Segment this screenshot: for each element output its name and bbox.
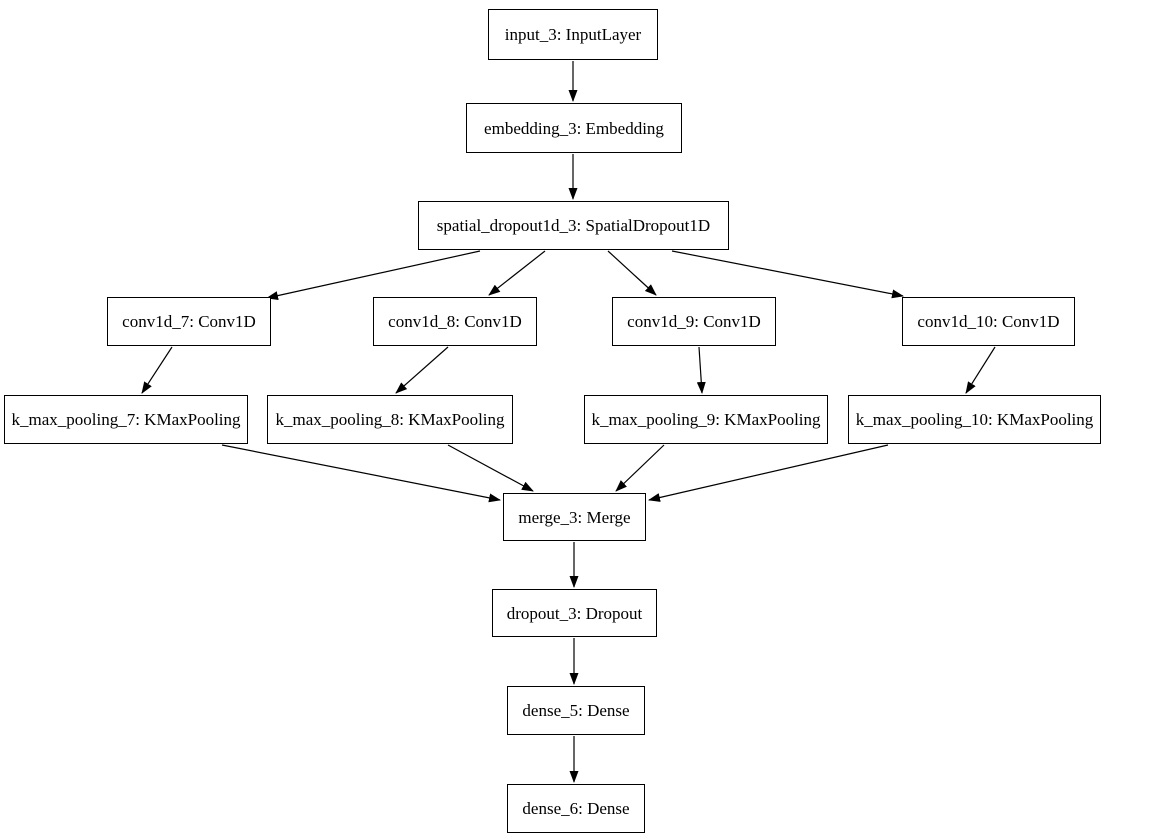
node-conv1d_9: conv1d_9: Conv1D (612, 297, 776, 346)
node-conv1d_8: conv1d_8: Conv1D (373, 297, 537, 346)
edge-conv1d_7-to-k_max_pooling_7 (141, 346, 173, 394)
node-conv1d_10: conv1d_10: Conv1D (902, 297, 1075, 346)
node-spatial_dropout1d_3: spatial_dropout1d_3: SpatialDropout1D (418, 201, 729, 250)
edge-spatial_dropout1d_3-to-conv1d_10 (671, 250, 904, 299)
node-dense_6: dense_6: Dense (507, 784, 645, 833)
node-k_max_pooling_8: k_max_pooling_8: KMaxPooling (267, 395, 513, 444)
edge-spatial_dropout1d_3-to-conv1d_9 (607, 250, 657, 296)
edge-k_max_pooling_9-to-merge_3 (615, 444, 665, 492)
node-dense_5: dense_5: Dense (507, 686, 645, 735)
edge-conv1d_8-to-k_max_pooling_8 (395, 346, 449, 394)
node-embedding_3: embedding_3: Embedding (466, 103, 682, 153)
node-k_max_pooling_9: k_max_pooling_9: KMaxPooling (584, 395, 828, 444)
edge-conv1d_10-to-k_max_pooling_10 (965, 346, 996, 394)
node-k_max_pooling_7: k_max_pooling_7: KMaxPooling (4, 395, 248, 444)
node-k_max_pooling_10: k_max_pooling_10: KMaxPooling (848, 395, 1101, 444)
node-dropout_3: dropout_3: Dropout (492, 589, 657, 637)
node-conv1d_7: conv1d_7: Conv1D (107, 297, 271, 346)
node-input_3: input_3: InputLayer (488, 9, 658, 60)
edge-k_max_pooling_10-to-merge_3 (648, 444, 889, 502)
edge-conv1d_9-to-k_max_pooling_9 (696, 346, 706, 394)
edge-spatial_dropout1d_3-to-conv1d_8 (488, 250, 546, 296)
edge-k_max_pooling_7-to-merge_3 (221, 444, 501, 503)
edge-k_max_pooling_8-to-merge_3 (447, 444, 534, 492)
edge-spatial_dropout1d_3-to-conv1d_7 (266, 250, 481, 301)
node-merge_3: merge_3: Merge (503, 493, 646, 541)
